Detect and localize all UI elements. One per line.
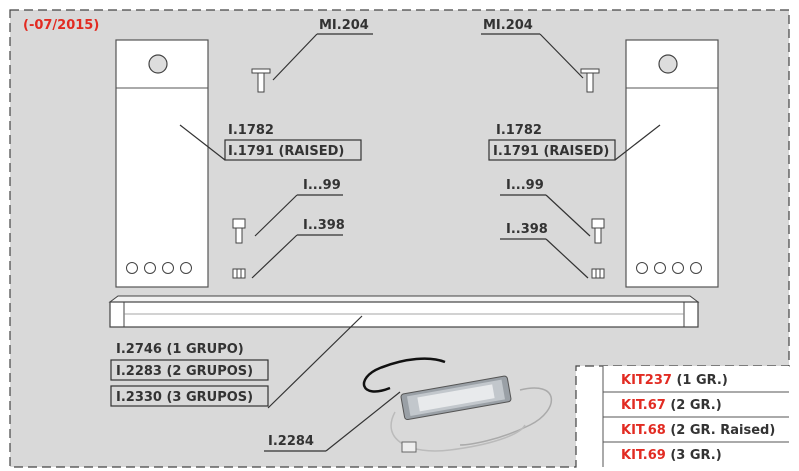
label-i1791-right: I.1791 (RAISED) [493,144,609,159]
label-i1782-left: I.1782 [228,123,274,138]
label-i2284: I.2284 [268,434,314,449]
kit-code: KIT237 [621,373,672,388]
kit-desc: (3 GR.) [666,448,722,463]
date-code: (-07/2015) [23,18,99,33]
label-i1782-right: I.1782 [496,123,542,138]
end-cap-right [625,39,719,288]
kit-desc: (2 GR. Raised) [666,423,775,438]
label-i99-right: I...99 [506,178,544,193]
label-i99-left: I...99 [303,178,341,193]
profile-bar [108,295,700,328]
bolt-i99-left [232,218,246,244]
label-i1791-left: I.1791 (RAISED) [228,144,344,159]
screw-mi204-right [580,68,600,93]
label-mi204-right: MI.204 [483,18,533,33]
kit-row: KIT.69 (3 GR.) [621,448,722,463]
screw-mi204-left [251,68,271,93]
kit-code: KIT.68 [621,423,666,438]
nut-i398-left [232,268,246,279]
nut-i398-right [591,268,605,279]
label-i398-left: I..398 [303,218,345,233]
led-driver-image [362,357,553,453]
kit-desc: (2 GR.) [666,398,722,413]
label-i2746: I.2746 (1 GRUPO) [116,342,244,357]
bolt-i99-right [591,218,605,244]
label-i398-right: I..398 [506,222,548,237]
kit-row: KIT.68 (2 GR. Raised) [621,423,775,438]
kit-code: KIT.69 [621,448,666,463]
label-i2330: I.2330 (3 GRUPOS) [116,390,253,405]
label-i2283: I.2283 (2 GRUPOS) [116,364,253,379]
end-cap-left [115,39,209,288]
kit-row: KIT.67 (2 GR.) [621,398,722,413]
kit-list: KIT237 (1 GR.) KIT.67 (2 GR.) KIT.68 (2 … [602,366,789,467]
label-mi204-left: MI.204 [319,18,369,33]
kit-desc: (1 GR.) [672,373,728,388]
kit-code: KIT.67 [621,398,666,413]
kit-row: KIT237 (1 GR.) [621,373,728,388]
